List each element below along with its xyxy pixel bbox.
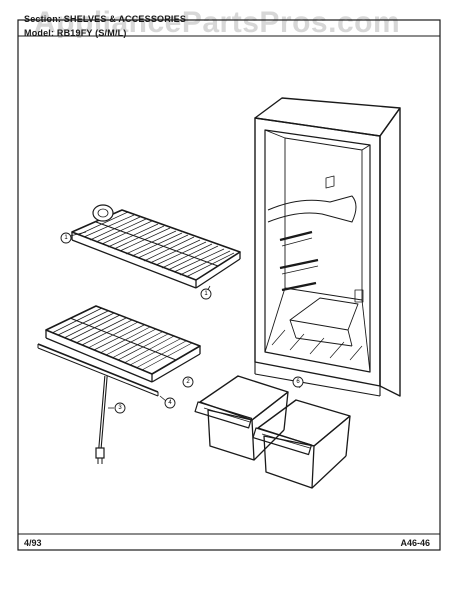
callout-6: 6 xyxy=(292,376,304,388)
callout-2: 2 xyxy=(182,376,194,388)
svg-text:3: 3 xyxy=(118,405,122,411)
watermark-logo: AppliancePartsPros.com xyxy=(34,6,401,39)
callout-1b: 1 xyxy=(200,288,212,300)
refrigerator-cabinet xyxy=(254,97,401,397)
svg-text:4: 4 xyxy=(168,400,172,406)
callout-4: 4 xyxy=(164,397,176,409)
footer-diagram-code: A46-46 xyxy=(400,538,430,548)
lower-wire-shelf xyxy=(45,305,201,383)
crisper-drawer-left xyxy=(194,375,289,461)
callout-3: 3 xyxy=(114,402,126,414)
model-title: Model: RB19FY (S/M/L) xyxy=(24,28,127,38)
shelf-trim-strip xyxy=(37,343,159,397)
svg-text:2: 2 xyxy=(186,379,190,385)
section-title: Section: SHELVES & ACCESSORIES xyxy=(24,14,187,24)
crisper-drawer-right xyxy=(252,399,351,489)
footer-date: 4/93 xyxy=(24,538,42,548)
upper-wire-shelf xyxy=(71,204,241,289)
support-rod xyxy=(95,375,108,464)
frame-border xyxy=(17,19,441,551)
callout-1a: 1 xyxy=(60,232,72,244)
svg-text:1: 1 xyxy=(64,235,68,241)
svg-text:6: 6 xyxy=(296,379,300,385)
svg-text:1: 1 xyxy=(204,291,208,297)
